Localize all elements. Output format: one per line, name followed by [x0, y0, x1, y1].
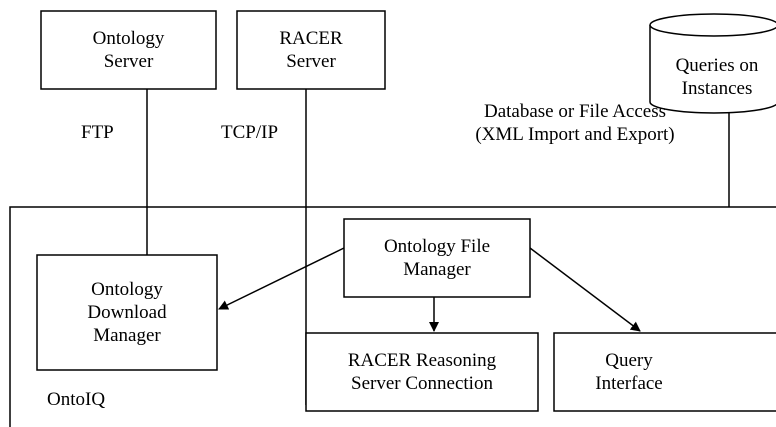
database-access-label: Database or File Access (XML Import and …	[430, 100, 720, 146]
racer-server-line1: RACER	[279, 28, 343, 49]
ontology-server-line2: Server	[103, 51, 154, 72]
ontoiq-container-label: OntoIQ	[47, 389, 106, 410]
query-interface-line2: Interface	[595, 373, 663, 394]
racer-server-box	[236, 10, 386, 90]
racer-connection-line1: RACER Reasoning	[347, 350, 497, 371]
ontology-download-manager-line1: Ontology	[91, 279, 163, 300]
queries-database-cylinder	[649, 13, 776, 114]
arrow-to-download-manager	[218, 247, 345, 310]
queries-database-line2: Instances	[681, 78, 753, 99]
queries-database-line1: Queries on	[675, 55, 759, 76]
racer-connection-label: RACER Reasoning Server Connection	[306, 349, 538, 395]
racer-connection-line2: Server Connection	[351, 373, 493, 394]
arrow-to-query-interface	[529, 247, 641, 332]
ontology-file-manager-line2: Manager	[403, 259, 471, 280]
database-access-line2: (XML Import and Export)	[475, 124, 675, 145]
ontology-download-manager-line3: Manager	[93, 325, 161, 346]
ontology-download-manager-line2: Download	[87, 302, 167, 323]
ontology-server-box	[40, 10, 217, 90]
ftp-label: FTP	[81, 122, 114, 143]
racer-server-line2: Server	[286, 51, 336, 72]
tcpip-label: TCP/IP	[221, 122, 279, 143]
ontology-download-manager-box	[36, 254, 218, 371]
ontology-download-manager-label: Ontology Download Manager	[37, 278, 217, 347]
query-interface-box	[553, 332, 776, 412]
racer-connection-box	[305, 332, 539, 412]
database-access-line1: Database or File Access	[483, 101, 667, 122]
queries-database-label: Queries on Instances	[652, 54, 776, 100]
query-interface-line1: Query	[605, 350, 653, 371]
ontology-server-line1: Ontology	[92, 28, 165, 49]
ontology-file-manager-label: Ontology File Manager	[344, 235, 530, 281]
ontology-server-label: Ontology Server	[41, 27, 216, 73]
query-interface-label: Query Interface	[554, 349, 704, 395]
ontoiq-container	[9, 206, 776, 427]
ontology-file-manager-line1: Ontology File	[383, 236, 491, 257]
ontology-file-manager-box	[343, 218, 531, 298]
racer-server-label: RACER Server	[237, 27, 385, 73]
